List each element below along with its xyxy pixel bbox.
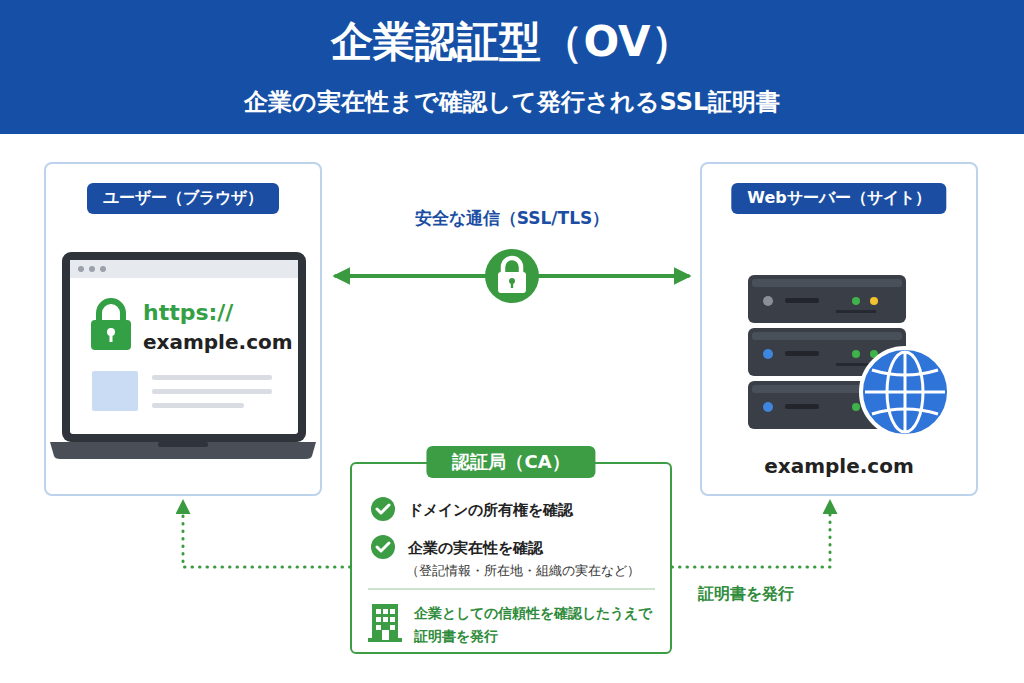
url-scheme: https:// [143,300,233,325]
heading-pill: ユーザー（ブラウザ） [87,183,279,214]
ca-icons [368,497,655,642]
laptop-illustration [50,252,316,459]
conclusion-note: 企業としての信頼性を確認したうえで 証明書を発行 [414,602,660,648]
issue-connector [183,502,350,567]
issue-connector [672,502,830,567]
heading-pill: Webサーバー（サイト） [731,183,946,214]
edge-label: 証明書を発行 [698,584,794,605]
heading-pill: 認証局（CA） [426,446,595,478]
check-item: 企業の実在性を確認 [408,539,543,558]
url-domain: example.com [143,330,293,354]
check-detail: （登記情報・所在地・組織の実在など） [406,563,640,580]
title: 企業認証型（OV） [0,14,1024,70]
edge-label: 安全な通信（SSL/TLS） [415,207,609,230]
domain-text: example.com [764,454,914,478]
subtitle: 企業の実在性まで確認して発行されるSSL証明書 [0,86,1024,118]
title-band: 企業認証型（OV） 企業の実在性まで確認して発行されるSSL証明書 [0,0,1024,134]
server-illustration [748,275,949,436]
node-box: 認証局（CA）ドメインの所有権を確認企業の実在性を確認（登記情報・所在地・組織の… [350,462,672,654]
check-item: ドメインの所有権を確認 [408,501,573,520]
